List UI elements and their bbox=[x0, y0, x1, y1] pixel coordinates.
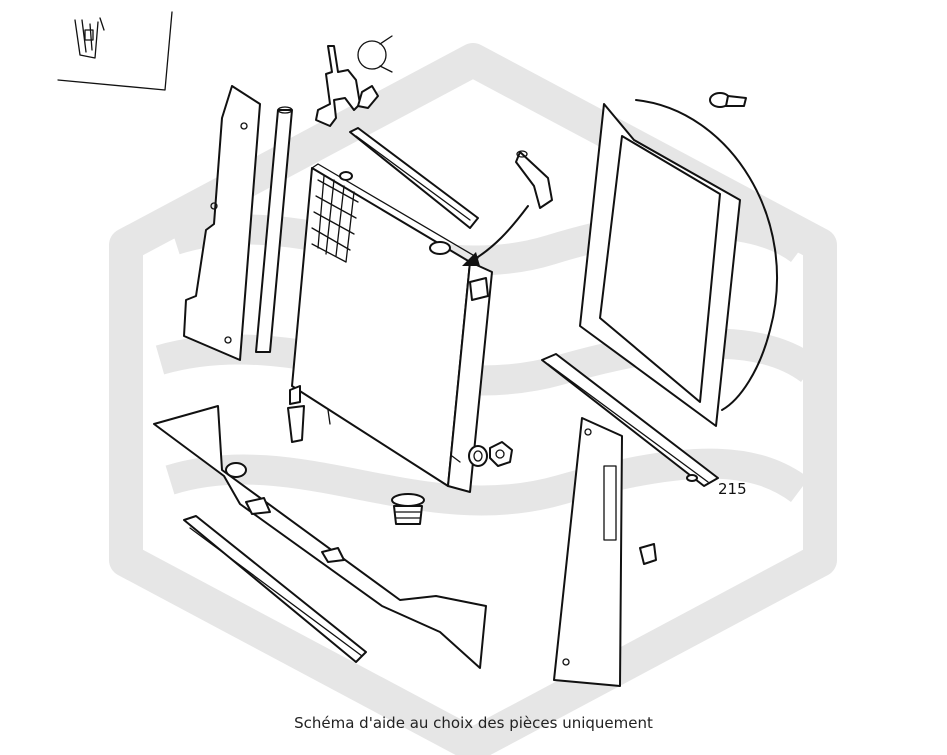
vertical-rubber-tube bbox=[255, 106, 293, 353]
right-lower-rail bbox=[541, 353, 719, 487]
upper-seal-strip bbox=[349, 127, 479, 229]
hex-nut bbox=[489, 441, 513, 467]
hose-elbow-fitting bbox=[515, 150, 553, 209]
radiator-core bbox=[291, 163, 493, 493]
left-side-panel bbox=[183, 85, 261, 361]
bracket-with-wrench-icon bbox=[315, 35, 393, 127]
small-push-rivet bbox=[639, 543, 657, 565]
push-clip bbox=[709, 92, 747, 108]
retaining-clip bbox=[287, 385, 305, 443]
part-number-label: 215 bbox=[718, 480, 747, 498]
washer bbox=[468, 445, 488, 467]
diagram-caption: Schéma d'aide au choix des pièces unique… bbox=[294, 714, 653, 732]
lower-seal-strip bbox=[183, 515, 367, 663]
clip-icon-box bbox=[57, 11, 173, 91]
right-side-panel bbox=[553, 417, 623, 687]
fan-shroud bbox=[579, 99, 779, 427]
lower-cross-member bbox=[153, 405, 487, 669]
rubber-mount bbox=[391, 493, 425, 525]
pointer-arrow-icon bbox=[462, 205, 529, 266]
clip-icon bbox=[74, 17, 105, 59]
